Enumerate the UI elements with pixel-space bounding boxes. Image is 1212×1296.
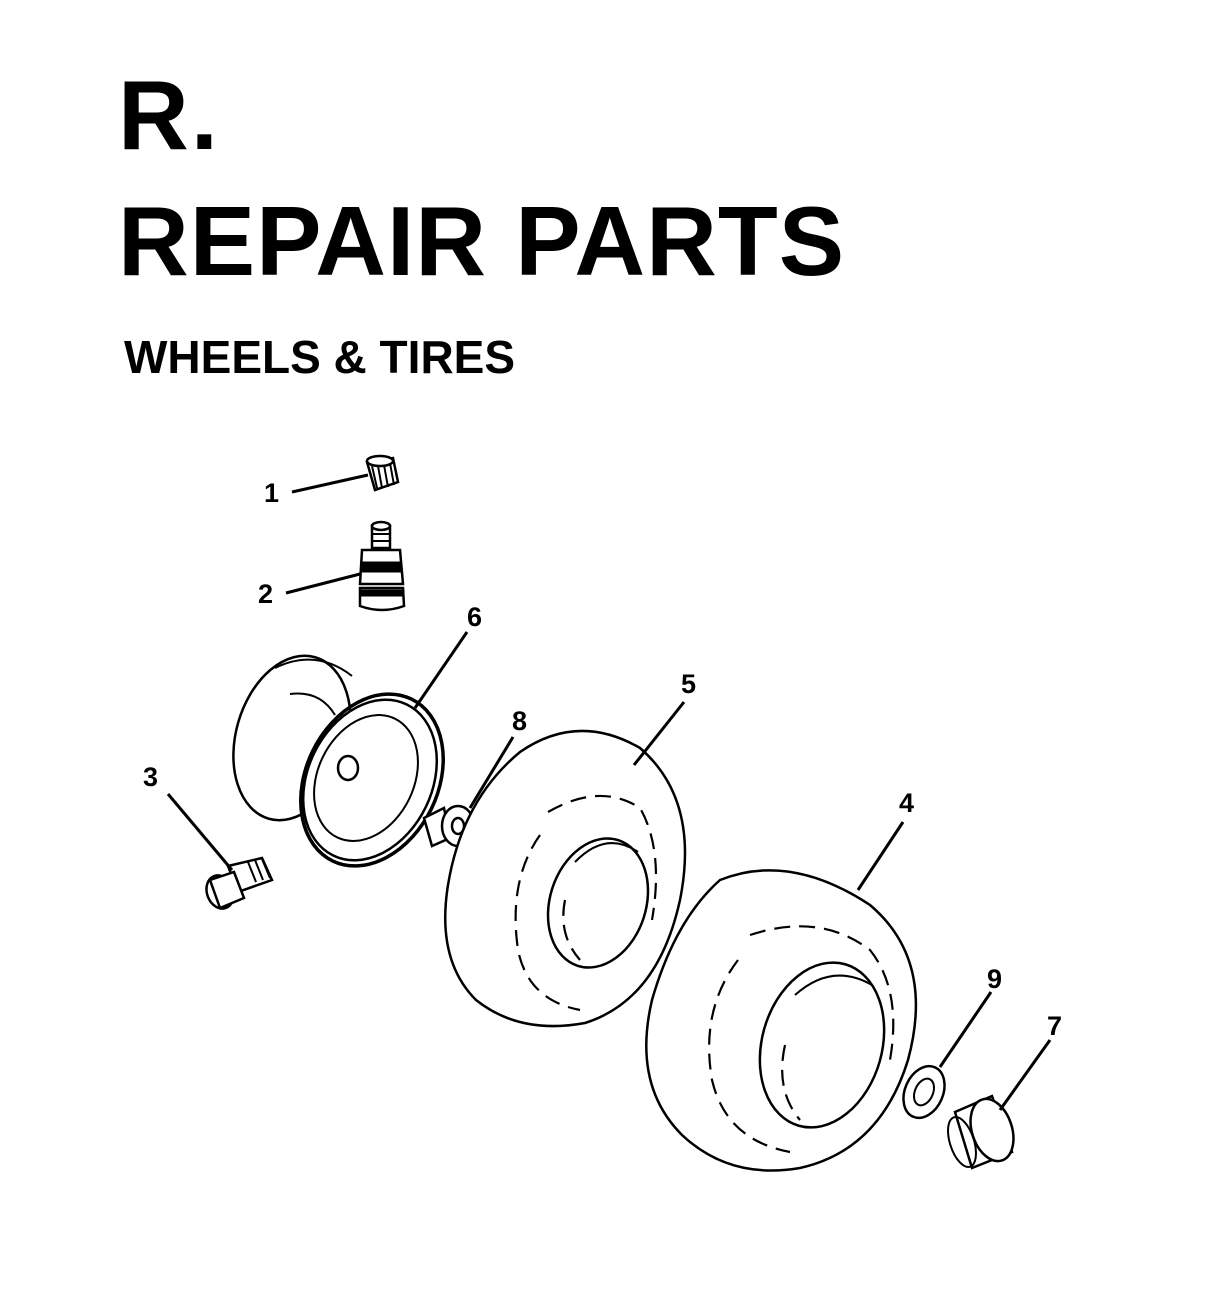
part-hub-cap <box>947 1094 1015 1170</box>
callout-7: 7 <box>1047 1011 1062 1041</box>
part-rear-tire <box>645 869 918 1172</box>
callout-6: 6 <box>467 602 482 632</box>
callout-4: 4 <box>899 788 914 818</box>
page-title: REPAIR PARTS <box>118 186 846 296</box>
part-front-tire <box>444 729 687 1028</box>
part-valve-stem <box>358 520 406 612</box>
callout-2: 2 <box>258 579 273 609</box>
callout-1: 1 <box>264 478 279 508</box>
section-letter: R. <box>118 60 220 170</box>
callout-numbers: 1 2 3 4 5 6 7 8 9 <box>143 478 1062 1041</box>
part-lug-bolt <box>205 856 274 910</box>
section-subtitle: WHEELS & TIRES <box>124 331 516 383</box>
callout-5: 5 <box>681 669 696 699</box>
part-wheel-rim <box>232 654 445 868</box>
callout-3: 3 <box>143 762 158 792</box>
callout-8: 8 <box>512 706 527 736</box>
callout-9: 9 <box>987 964 1002 994</box>
part-valve-cap <box>365 454 400 492</box>
leader-lines <box>166 473 1052 1111</box>
part-washer <box>902 1064 946 1120</box>
